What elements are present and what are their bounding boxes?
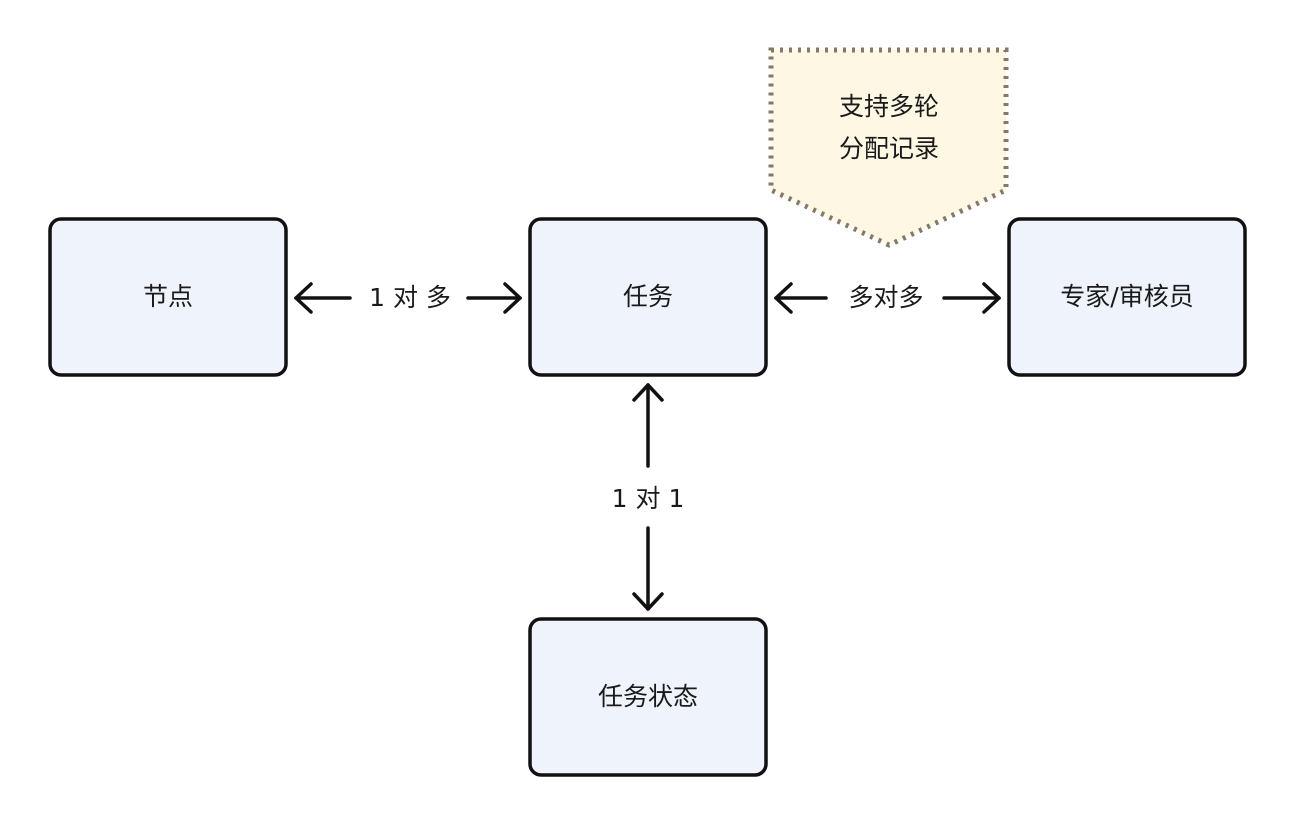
edge-node-task-right-arrowhead [503, 282, 522, 314]
node-status-box[interactable] [528, 617, 768, 777]
edge-task-reviewer-right-arrowhead [982, 282, 1001, 314]
edge-node-task-left-arrowhead [294, 282, 313, 314]
node-node[interactable]: 节点 [48, 217, 288, 377]
note-line-2: 分配记录 [839, 134, 939, 163]
node-node-label: 节点 [143, 282, 193, 311]
note-callout-shape [768, 47, 1009, 248]
edge-task-status: 1 对 1 [612, 383, 685, 611]
node-status[interactable]: 任务状态 [528, 617, 768, 777]
edge-task-reviewer: 多对多 [774, 282, 1001, 314]
node-reviewer-label: 专家/审核员 [1060, 282, 1193, 311]
node-reviewer-box[interactable] [1007, 217, 1247, 377]
node-task-box[interactable] [528, 217, 768, 377]
edge-node-task: 1 对 多 [294, 282, 522, 314]
node-task[interactable]: 任务 [528, 217, 768, 377]
node-node-box[interactable] [48, 217, 288, 377]
edge-task-status-top-arrowhead [632, 383, 664, 402]
edge-node-task-label: 1 对 多 [369, 283, 451, 312]
node-reviewer[interactable]: 专家/审核员 [1007, 217, 1247, 377]
edge-task-reviewer-label: 多对多 [848, 283, 923, 312]
note-callout: 支持多轮 分配记录 [768, 47, 1009, 248]
node-task-label: 任务 [623, 282, 673, 311]
node-status-label: 任务状态 [598, 682, 698, 711]
edge-task-reviewer-left-arrowhead [774, 282, 793, 314]
note-line-1: 支持多轮 [839, 92, 939, 121]
edge-task-status-bottom-arrowhead [632, 592, 664, 611]
edge-task-status-label: 1 对 1 [612, 484, 685, 513]
